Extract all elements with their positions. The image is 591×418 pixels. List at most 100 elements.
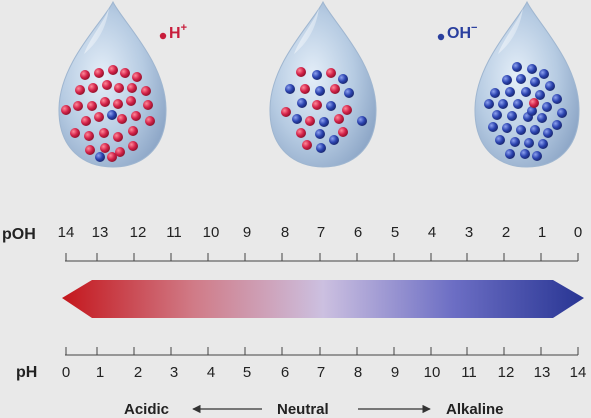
ph-tick-label: 13 — [534, 364, 551, 381]
h-ion-particle — [94, 68, 104, 78]
ph-gradient-bar — [62, 280, 584, 318]
h-ion-particle — [115, 147, 125, 157]
particle-group — [281, 67, 367, 153]
oh-ion-particle — [542, 102, 552, 112]
h-ion-particle — [296, 67, 306, 77]
oh-ion-particle — [510, 137, 520, 147]
poh-tick-label: 0 — [574, 224, 582, 241]
neutral-label: Neutral — [277, 401, 329, 418]
h-ion-particle — [330, 84, 340, 94]
poh-tick-label: 13 — [92, 224, 109, 241]
h-ion-particle — [302, 140, 312, 150]
ph-tick-label: 14 — [570, 364, 587, 381]
legend-oh-ion: OH− — [437, 22, 477, 42]
poh-axis — [65, 253, 579, 262]
ph-tick-label: 7 — [317, 364, 325, 381]
oh-ion-particle — [338, 74, 348, 84]
acidic-label: Acidic — [124, 401, 169, 418]
ph-tick-marks — [65, 347, 579, 355]
h-ion-particle — [342, 105, 352, 115]
h-ion-particle — [61, 105, 71, 115]
poh-tick-label: 5 — [391, 224, 399, 241]
ph-tick-label: 8 — [354, 364, 362, 381]
h-ion-particle — [305, 116, 315, 126]
h-ion-dot — [159, 32, 167, 40]
h-ion-particle — [312, 100, 322, 110]
ph-scale-label: pH — [16, 364, 37, 381]
oh-ion-particle — [521, 87, 531, 97]
poh-tick-label: 9 — [243, 224, 251, 241]
h-ion-particle — [114, 83, 124, 93]
oh-ion-particle — [516, 74, 526, 84]
oh-ion-particle — [530, 125, 540, 135]
h-ion-particle — [281, 107, 291, 117]
drop-highlight — [84, 8, 109, 54]
h-ion-charge: + — [181, 22, 187, 34]
poh-tick-label: 8 — [281, 224, 289, 241]
h-ion-particle — [131, 111, 141, 121]
oh-ion-particle — [95, 152, 105, 162]
oh-ion-charge: − — [471, 22, 477, 34]
oh-ion-particle — [107, 110, 117, 120]
oh-ion-particle — [507, 111, 517, 121]
ph-tick-label: 5 — [243, 364, 251, 381]
ph-tick-label: 11 — [461, 364, 477, 381]
oh-ion-particle — [292, 114, 302, 124]
poh-tick-marks — [65, 253, 579, 261]
oh-ion-particle — [495, 135, 505, 145]
poh-tick-label: 1 — [538, 224, 546, 241]
poh-scale-label: pOH — [2, 226, 36, 243]
oh-ion-particle — [552, 94, 562, 104]
drop-acidic — [58, 0, 167, 168]
water-drop-shape — [269, 0, 377, 168]
h-ion-particle — [338, 127, 348, 137]
h-ion-particle — [117, 114, 127, 124]
h-ion-particle — [132, 72, 142, 82]
oh-ion-particle — [316, 143, 326, 153]
oh-ion-particle — [520, 149, 530, 159]
oh-ion-particle — [319, 117, 329, 127]
alkaline-label: Alkaline — [446, 401, 504, 418]
oh-ion-particle — [502, 75, 512, 85]
h-ion-particle — [107, 152, 117, 162]
poh-tick-label: 3 — [465, 224, 473, 241]
oh-ion-particle — [516, 125, 526, 135]
oh-ion-particle — [285, 84, 295, 94]
poh-tick-label: 12 — [130, 224, 147, 241]
oh-ion-particle — [315, 86, 325, 96]
h-ion-particle — [113, 99, 123, 109]
h-ion-particle — [75, 85, 85, 95]
h-ion-particle — [128, 126, 138, 136]
oh-ion-particle — [535, 90, 545, 100]
h-ion-particle — [80, 70, 90, 80]
h-ion-particle — [81, 116, 91, 126]
oh-ion-particle — [312, 70, 322, 80]
h-ion-particle — [326, 68, 336, 78]
h-ion-particle — [73, 101, 83, 111]
oh-ion-particle — [532, 151, 542, 161]
oh-ion-particle — [513, 99, 523, 109]
oh-ion-particle — [315, 129, 325, 139]
h-ion-particle — [145, 116, 155, 126]
h-ion-label: H+ — [169, 22, 187, 42]
oh-ion-particle — [539, 69, 549, 79]
h-ion-particle — [99, 128, 109, 138]
oh-ion-particle — [557, 108, 567, 118]
oh-ion-particle — [498, 99, 508, 109]
oh-ion-particle — [545, 81, 555, 91]
poh-tick-label: 10 — [203, 224, 220, 241]
oh-ion-particle — [538, 139, 548, 149]
h-ion-particle — [85, 145, 95, 155]
oh-ion-particle — [344, 88, 354, 98]
h-ion-particle — [70, 128, 80, 138]
poh-tick-label: 14 — [58, 224, 75, 241]
h-ion-particle — [126, 96, 136, 106]
h-ion-particle — [128, 141, 138, 151]
drop-highlight — [498, 8, 523, 54]
h-ion-particle — [100, 143, 110, 153]
oh-ion-label: OH− — [447, 22, 477, 42]
h-ion-particle — [108, 65, 118, 75]
drop-neutral — [269, 0, 377, 168]
water-drop-shape — [58, 0, 167, 168]
